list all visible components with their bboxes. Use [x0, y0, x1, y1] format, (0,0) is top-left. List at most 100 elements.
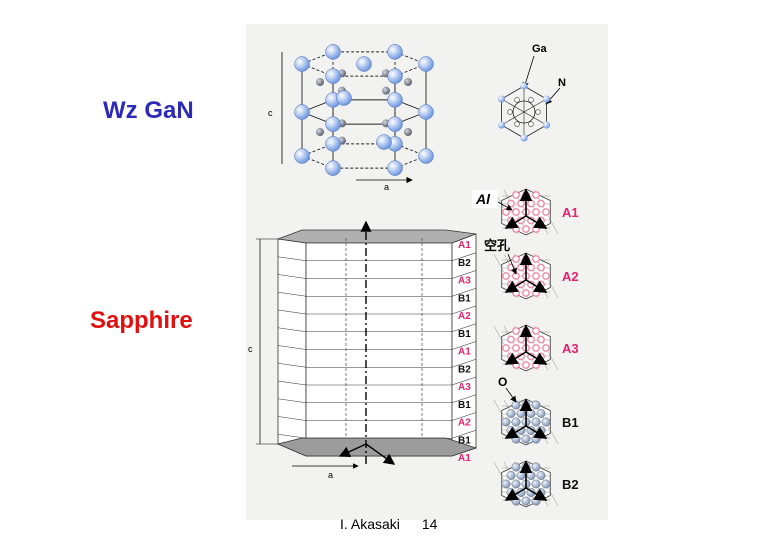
al-site: [512, 255, 520, 263]
layer-label-a1: A1: [458, 453, 471, 464]
motif-ga-atom: [542, 95, 551, 103]
sapphire-a1-axis: [365, 443, 396, 465]
o-atom: [531, 496, 541, 506]
al-site: [522, 361, 530, 369]
gan-basal-motif: Ga N: [497, 43, 566, 142]
motif-ga-atom: [497, 95, 506, 103]
al-site: [537, 199, 545, 208]
al-pointer: [497, 201, 513, 211]
layer-label-a1: A1: [458, 347, 471, 358]
o-atom: [516, 471, 526, 480]
o-atom: [521, 496, 531, 506]
o-atom: [511, 400, 521, 410]
ga-atom: [294, 104, 310, 120]
motif-bond: [501, 111, 525, 126]
plane-label: B1: [562, 415, 579, 430]
sapphire-layer-lines: [277, 252, 477, 439]
ga-pointer: [522, 55, 535, 89]
ga-atom: [325, 68, 341, 84]
al-site: [517, 263, 525, 272]
gan-unit-cell: c a: [268, 44, 434, 192]
al-site: [512, 208, 520, 216]
ga-atom: [387, 68, 403, 84]
motif-n-atom: [514, 121, 520, 127]
o-atom: [511, 479, 521, 489]
al-site: [532, 361, 540, 369]
ga-atom: [356, 56, 372, 72]
n-atom: [404, 78, 412, 86]
ga-atom: [294, 148, 310, 164]
o-atom: [511, 434, 521, 444]
sapphire-bottom-face: [276, 437, 478, 457]
sapphire-layer-line: [277, 252, 477, 262]
figure-svg: c a Ga N: [248, 43, 579, 508]
al-site: [532, 191, 540, 199]
plane-a-arrow: [504, 487, 527, 501]
al-site: [532, 208, 540, 216]
o-atom: [531, 462, 541, 472]
layer-label-b1: B1: [458, 435, 471, 446]
al-site: [522, 289, 530, 297]
layer-label-b1: B1: [458, 400, 471, 411]
layer-label-b2: B2: [458, 258, 471, 269]
al-site: [542, 208, 550, 216]
sapphire-layer-line: [277, 412, 477, 421]
plane-a-arrow: [525, 425, 548, 439]
ga-atom: [387, 160, 403, 176]
plane-a-arrow: [504, 351, 527, 365]
o-atom: [531, 434, 541, 444]
al-label-box: [472, 190, 498, 208]
al-site: [527, 335, 535, 344]
sapphire-layer-line: [277, 305, 477, 315]
layer-label-a2: A2: [458, 311, 471, 322]
al-site: [507, 199, 515, 208]
o-atom: [506, 409, 516, 418]
vacancy-label: 空孔: [484, 238, 510, 253]
o-atom: [511, 417, 521, 427]
ga-label: Ga: [532, 43, 548, 55]
plane-a2: A2: [493, 252, 579, 300]
al-site: [542, 344, 550, 352]
o-atom: [531, 417, 541, 427]
al-site: [527, 263, 535, 272]
wz-gan-title: Wz GaN: [103, 97, 194, 124]
motif-n-atom: [528, 121, 534, 127]
sapphire-top-face: [277, 229, 477, 244]
al-site: [512, 327, 520, 335]
sapphire-layer-line: [277, 341, 477, 350]
al-site: [502, 344, 510, 352]
o-atom: [511, 496, 521, 506]
footer-page-number: 14: [421, 516, 438, 532]
ga-atom: [336, 90, 352, 106]
o-atom: [506, 471, 516, 480]
motif-bond: [523, 111, 547, 126]
al-site: [532, 344, 540, 352]
ga-atom: [325, 44, 341, 60]
al-site: [532, 255, 540, 263]
ga-atom: [325, 136, 341, 152]
plane-a1: A1: [493, 188, 579, 236]
sapphire-layer-line: [277, 376, 477, 386]
o-atom: [511, 462, 521, 472]
gan-hex-plane: [300, 143, 428, 169]
motif-ga-atom: [520, 82, 528, 90]
al-site: [512, 289, 520, 297]
layer-label-a1: A1: [458, 240, 471, 251]
al-site: [537, 263, 545, 272]
plane-a-arrow: [525, 487, 548, 501]
sapphire-layer-line: [277, 394, 477, 404]
plane-a3: A3: [493, 324, 579, 372]
o-atom: [526, 471, 536, 480]
motif-n-atom: [535, 109, 541, 115]
al-site: [502, 208, 510, 216]
o-atom: [526, 409, 536, 418]
sapphire-c-label: c: [248, 344, 253, 354]
layer-label-a3: A3: [458, 382, 471, 393]
al-site: [532, 327, 540, 335]
footer: I. Akasaki 14: [340, 516, 455, 532]
n-atom: [404, 128, 412, 136]
sapphire-layer-line: [277, 270, 477, 279]
al-site: [532, 272, 540, 280]
